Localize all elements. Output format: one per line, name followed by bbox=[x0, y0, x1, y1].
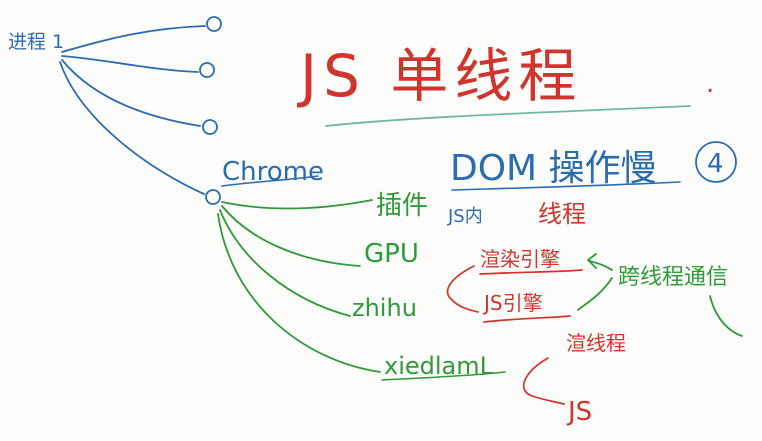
process-tree: 进程 1 Chrome bbox=[8, 16, 324, 205]
zhihu-bracket bbox=[446, 265, 479, 313]
branch-plugin bbox=[221, 199, 373, 210]
render-engine-underline bbox=[479, 269, 583, 275]
chrome-underline bbox=[221, 175, 319, 187]
branch-node-1 bbox=[206, 16, 222, 32]
dom-note-text: DOM 操作慢 bbox=[450, 148, 657, 189]
branch-line-2 bbox=[61, 55, 199, 73]
branch-line-chrome bbox=[59, 61, 205, 195]
branch-plugin-label: 插件 bbox=[376, 191, 428, 221]
cross-thread-tail bbox=[577, 277, 613, 311]
process-label: 进程 1 bbox=[8, 31, 64, 53]
chrome-label: Chrome bbox=[222, 157, 324, 187]
title-dot: . bbox=[706, 69, 714, 99]
cross-thread-label: 跨线程通信 bbox=[618, 265, 728, 290]
dom-note: DOM 操作慢 4 JS内 bbox=[447, 141, 737, 227]
cross-thread-down bbox=[709, 295, 743, 337]
js-engine-label: JS引擎 bbox=[482, 291, 543, 315]
branch-zhihu bbox=[219, 209, 351, 317]
js-in-label: JS内 bbox=[447, 206, 483, 227]
branch-node-2 bbox=[199, 62, 215, 78]
engines: 线程 渲染引擎 JS引擎 渲线程 JS bbox=[446, 200, 626, 427]
xiedlaml-underline bbox=[381, 371, 506, 381]
render-thread-label: 渲线程 bbox=[566, 331, 626, 355]
branch-node-3 bbox=[202, 119, 218, 135]
branch-gpu-label: GPU bbox=[364, 239, 419, 269]
title-group: JS 单线程 . bbox=[297, 42, 714, 127]
branch-line-1 bbox=[61, 25, 206, 53]
chrome-branches: 插件 GPU zhihu xiedlamL 跨线程通信 bbox=[217, 191, 743, 381]
js-engine-underline bbox=[483, 315, 571, 323]
cross-thread-arrow bbox=[587, 253, 613, 271]
thread-label: 线程 bbox=[538, 200, 586, 228]
dom-number: 4 bbox=[707, 149, 724, 179]
js-short-label: JS bbox=[566, 397, 592, 427]
dom-underline bbox=[451, 181, 681, 191]
render-engine-label: 渲染引擎 bbox=[480, 247, 560, 271]
branch-xiedlaml bbox=[217, 213, 381, 373]
chrome-node bbox=[205, 189, 221, 205]
dom-number-circle bbox=[695, 141, 737, 183]
xiedlaml-bracket bbox=[522, 357, 565, 405]
branch-zhihu-label: zhihu bbox=[352, 294, 417, 322]
title-underline bbox=[325, 105, 691, 127]
branch-gpu bbox=[221, 205, 361, 267]
branch-xiedlaml-label: xiedlamL bbox=[384, 352, 494, 380]
branch-line-3 bbox=[61, 59, 201, 127]
title-text: JS 单线程 bbox=[297, 42, 582, 110]
